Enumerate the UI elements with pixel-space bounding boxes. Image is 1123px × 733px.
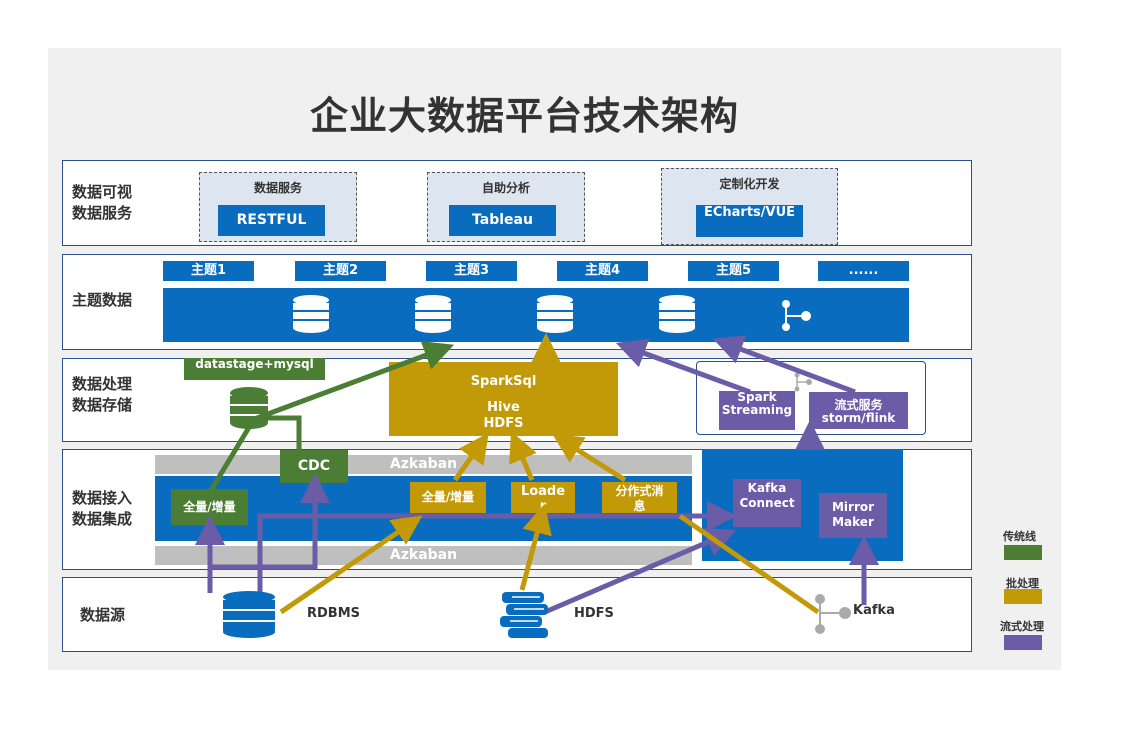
topic-tab-4[interactable]: 主题4	[557, 261, 648, 281]
legend-swatch-batch	[1004, 589, 1042, 604]
kafka-source-label: Kafka	[853, 603, 895, 618]
spark-streaming-box: Spark Streaming	[719, 391, 795, 430]
layer-label-processing: 数据处理 数据存储	[72, 374, 132, 416]
traditional-flow-lines	[207, 341, 455, 494]
layer-label-line: 数据接入	[72, 489, 133, 507]
layer-label-line: 数据服务	[72, 204, 133, 222]
hdfs-source-label: HDFS	[574, 606, 614, 621]
sparksql-box: SparkSql Hive HDFS	[389, 362, 618, 436]
sparksql-label: SparkSql	[470, 374, 537, 389]
stream-service-label: storm/flink	[821, 411, 896, 425]
topic-tab-more[interactable]: ......	[818, 261, 909, 281]
mysql-database-icon	[230, 387, 268, 429]
layer-label-line: 数据处理	[72, 375, 133, 393]
database-icon	[293, 295, 329, 333]
restful-button[interactable]: RESTFUL	[218, 205, 325, 236]
stream-service-label: 流式服务	[834, 398, 883, 412]
layer-label-topic: 主题数据	[72, 291, 133, 309]
share-nodes-icon	[794, 372, 812, 392]
cdc-box: CDC	[280, 450, 348, 483]
rdbms-label: RDBMS	[307, 606, 361, 621]
legend-swatch-traditional	[1004, 545, 1042, 560]
stream-service-box: 流式服务 storm/flink	[809, 392, 908, 429]
layer-label-visualization: 数据可视 数据服务	[72, 182, 132, 224]
azkaban-bottom-bar: Azkaban	[155, 546, 692, 565]
kafka-connect-box: Kafka Connect	[733, 479, 801, 527]
hdfs-books-icon	[500, 592, 548, 638]
database-icon	[415, 295, 451, 333]
service-title: 自助分析	[481, 181, 530, 195]
rdbms-database-icon	[223, 591, 275, 638]
layer-label-ingestion: 数据接入 数据集成	[72, 488, 132, 530]
share-nodes-icon	[782, 300, 811, 331]
service-title: 数据服务	[253, 181, 302, 195]
layer-label-line: 数据存储	[72, 396, 133, 414]
echarts-vue-button[interactable]: ECharts/VUE	[696, 205, 803, 237]
legend-label-batch: 批处理	[1006, 577, 1039, 590]
kafka-icon	[815, 594, 851, 634]
topic-tab-3[interactable]: 主题3	[426, 261, 517, 281]
topic-tab-2[interactable]: 主题2	[295, 261, 386, 281]
page-title: 企业大数据平台技术架构	[310, 94, 740, 138]
hive-label: Hive	[487, 400, 520, 415]
tableau-button[interactable]: Tableau	[449, 205, 556, 236]
legend-label-traditional: 传统线	[1003, 530, 1036, 543]
database-icon	[537, 295, 573, 333]
legend-swatch-streaming	[1004, 635, 1042, 650]
full-incremental-gold: 全量/增量	[410, 482, 486, 513]
dist-message-box: 分作式消息	[602, 482, 677, 513]
topic-tab-1[interactable]: 主题1	[163, 261, 254, 281]
datastage-mysql-box: datastage+mysql	[184, 358, 325, 380]
batch-flow-lines	[279, 333, 820, 615]
database-icon	[659, 295, 695, 333]
legend-label-streaming: 流式处理	[1000, 620, 1044, 633]
topic-tab-5[interactable]: 主题5	[688, 261, 779, 281]
service-title: 定制化开发	[719, 177, 780, 191]
layer-label-line: 数据可视	[72, 183, 133, 201]
hdfs-store-label: HDFS	[483, 416, 524, 431]
mirror-maker-box: Mirror Maker	[819, 493, 887, 538]
streaming-flow-lines	[195, 335, 879, 615]
layer-label-source: 数据源	[80, 606, 126, 624]
layer-label-line: 数据集成	[72, 510, 133, 528]
